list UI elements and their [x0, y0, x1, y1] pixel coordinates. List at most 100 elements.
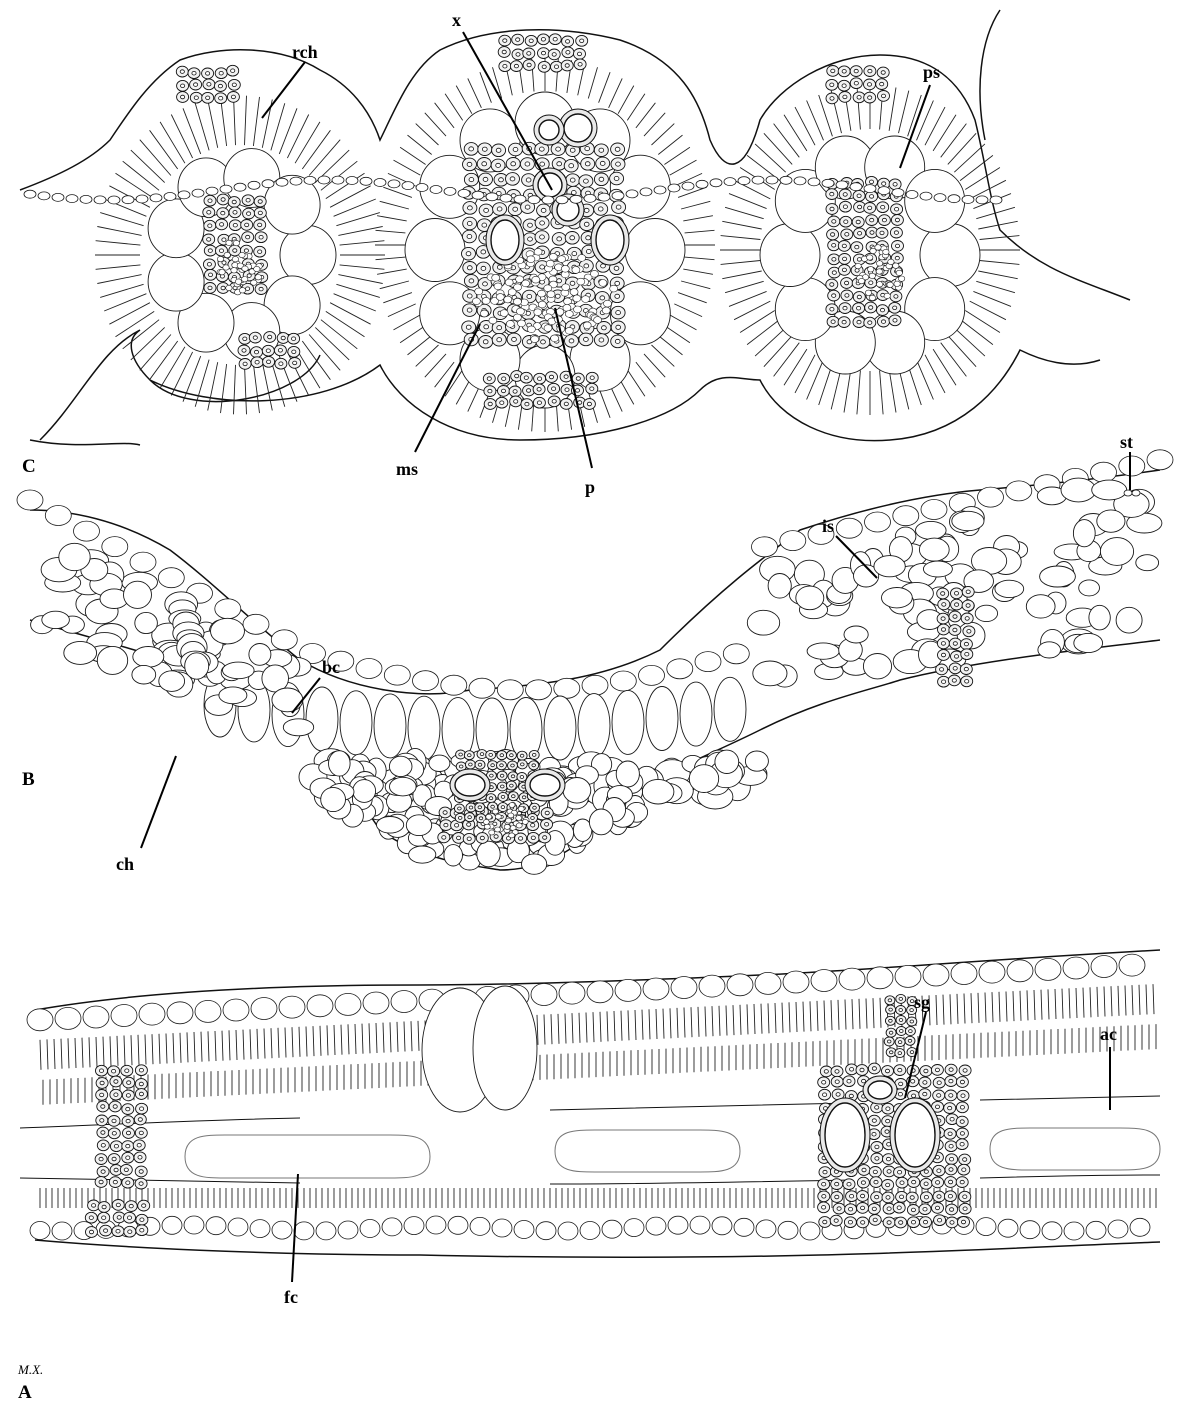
palisade-wall [964, 994, 965, 1024]
palisade-wall [544, 1015, 545, 1045]
epidermal-cell [402, 182, 414, 190]
fiber-lumen [180, 70, 184, 74]
fiber-lumen [843, 205, 847, 209]
upper-epidermal-cell [1119, 954, 1145, 976]
upper-epidermal-cell [865, 512, 891, 532]
fiber-lumen [99, 1069, 103, 1073]
epidermal-cell [584, 194, 596, 202]
upper-epidermal-cell [1119, 456, 1145, 476]
fiber-lumen [886, 1183, 890, 1187]
fiber-lumen [99, 1157, 103, 1161]
fiber-lumen [502, 377, 506, 381]
fiber-lumen [552, 400, 556, 404]
upper-epidermal-cell [251, 998, 277, 1020]
chlorenchyma-cell [249, 644, 271, 666]
chlorenchyma-cell [975, 605, 997, 621]
epidermal-cell [934, 194, 946, 202]
radiate-chlorenchyma-wall [123, 161, 159, 190]
phloem-cell [583, 322, 591, 329]
radiate-chlorenchyma-wall [376, 230, 406, 233]
lower-epidermal-cell [1130, 1218, 1150, 1236]
radiate-chlorenchyma-wall [658, 336, 682, 355]
palisade-wall [866, 999, 867, 1029]
phloem-cell [516, 816, 522, 821]
lower-epidermal-cell [734, 1218, 754, 1236]
palisade-wall [1118, 986, 1119, 1016]
radiate-chlorenchyma-wall [960, 319, 993, 344]
radiate-chlorenchyma-wall [377, 269, 407, 274]
fiber-lumen [525, 402, 529, 406]
phloem-cell [223, 265, 229, 270]
stoma [1124, 490, 1132, 496]
phloem-cell [239, 288, 245, 293]
fiber-lumen [566, 40, 570, 44]
fiber-lumen [564, 402, 568, 406]
fiber-lumen [615, 281, 620, 285]
phloem-cell [494, 283, 502, 290]
fiber-lumen [466, 252, 471, 256]
fiber-lumen [949, 1144, 953, 1148]
upper-epidermal-cell [441, 675, 467, 695]
fiber-lumen [897, 1206, 901, 1210]
palisade-wall [768, 1003, 769, 1033]
fiber-lumen [585, 162, 590, 166]
fiber-lumen [835, 1080, 839, 1084]
fiber-lumen [208, 224, 212, 228]
fiber-lumen [964, 667, 968, 671]
upper-epidermal-cell [1091, 956, 1117, 978]
phloem-cell [894, 281, 900, 286]
phloem-cell [226, 285, 232, 290]
epidermal-cell [80, 195, 92, 203]
fiber-lumen [842, 84, 846, 88]
palisade-wall [1153, 984, 1154, 1014]
fiber-lumen [233, 211, 237, 215]
fiber-lumen [458, 816, 462, 819]
chlorenchyma-cell [1097, 510, 1125, 532]
chlorenchyma-cell [1073, 520, 1095, 547]
fiber-lumen [491, 805, 495, 808]
radiate-chlorenchyma-wall [980, 261, 1020, 265]
fiber-lumen [469, 178, 474, 182]
fiber-lumen [208, 273, 212, 277]
radiate-chlorenchyma-wall [960, 155, 993, 180]
palisade-wall [243, 1030, 244, 1060]
fiber-lumen [502, 50, 506, 54]
fiber-lumen [586, 236, 591, 240]
epidermal-cell [122, 196, 134, 204]
radiate-chlorenchyma-wall [678, 293, 707, 303]
radiate-chlorenchyma-wall [380, 281, 409, 289]
fiber-lumen [910, 1020, 914, 1023]
radiate-chlorenchyma-wall [636, 103, 656, 128]
fiber-lumen [484, 208, 489, 212]
fiber-lumen [898, 1068, 902, 1072]
fiber-lumen [255, 360, 259, 364]
epidermal-cell [472, 191, 484, 199]
epidermal-cell [38, 192, 50, 200]
radiate-chlorenchyma-wall [933, 115, 956, 151]
upper-epidermal-cell [531, 984, 557, 1006]
phloem-cell [235, 279, 241, 284]
fiber-lumen [824, 1070, 828, 1074]
fiber-lumen [101, 1131, 105, 1135]
palisade-wall [600, 1012, 601, 1042]
upper-epidermal-cell [356, 659, 382, 679]
fiber-lumen [259, 287, 263, 291]
radiate-chlorenchyma-wall [302, 130, 330, 169]
fiber-lumen [950, 1117, 954, 1121]
phloem-cell [518, 806, 524, 811]
phloem-cell [508, 813, 514, 818]
lower-epidermal-cell [756, 1220, 776, 1238]
upper-epidermal-cell [130, 552, 156, 572]
upper-epidermal-cell [1091, 462, 1117, 482]
epidermal-cell [766, 176, 778, 184]
fiber-lumen [823, 1093, 827, 1097]
fiber-lumen [529, 39, 533, 43]
fiber-lumen [868, 69, 872, 73]
fiber-lumen [961, 1094, 965, 1098]
radiate-chlorenchyma-wall [941, 343, 967, 377]
radiate-chlorenchyma-wall [435, 362, 455, 387]
fiber-lumen [207, 238, 211, 242]
fiber-lumen [99, 1180, 103, 1184]
phloem-cell [888, 259, 894, 264]
fiber-lumen [207, 83, 211, 87]
